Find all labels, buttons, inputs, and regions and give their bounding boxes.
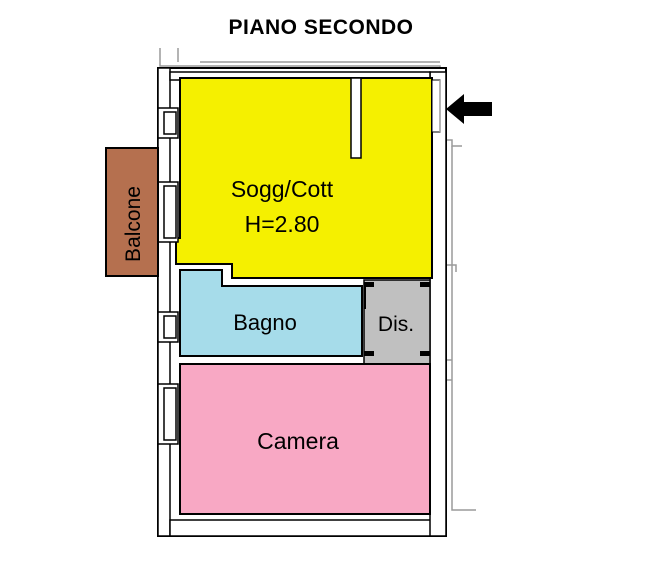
partition-wall <box>350 77 362 159</box>
soggiorno-label: Sogg/Cott <box>231 176 334 202</box>
door-jambs <box>364 282 430 356</box>
room-bagno <box>179 269 363 357</box>
room-camera <box>179 363 431 515</box>
windows <box>157 107 179 445</box>
floor-title: PIANO SECONDO <box>228 16 414 39</box>
camera-label: Camera <box>257 428 339 454</box>
entrance-door <box>431 79 441 133</box>
room-disimpegno <box>363 279 431 365</box>
bagno-label: Bagno <box>233 310 297 335</box>
disimpegno-label: Dis. <box>378 313 414 336</box>
balcone-label: Balcone <box>122 186 145 262</box>
entrance-arrow-icon <box>446 94 492 124</box>
soggiorno-height-label: H=2.80 <box>245 211 320 237</box>
balcone <box>105 147 159 277</box>
